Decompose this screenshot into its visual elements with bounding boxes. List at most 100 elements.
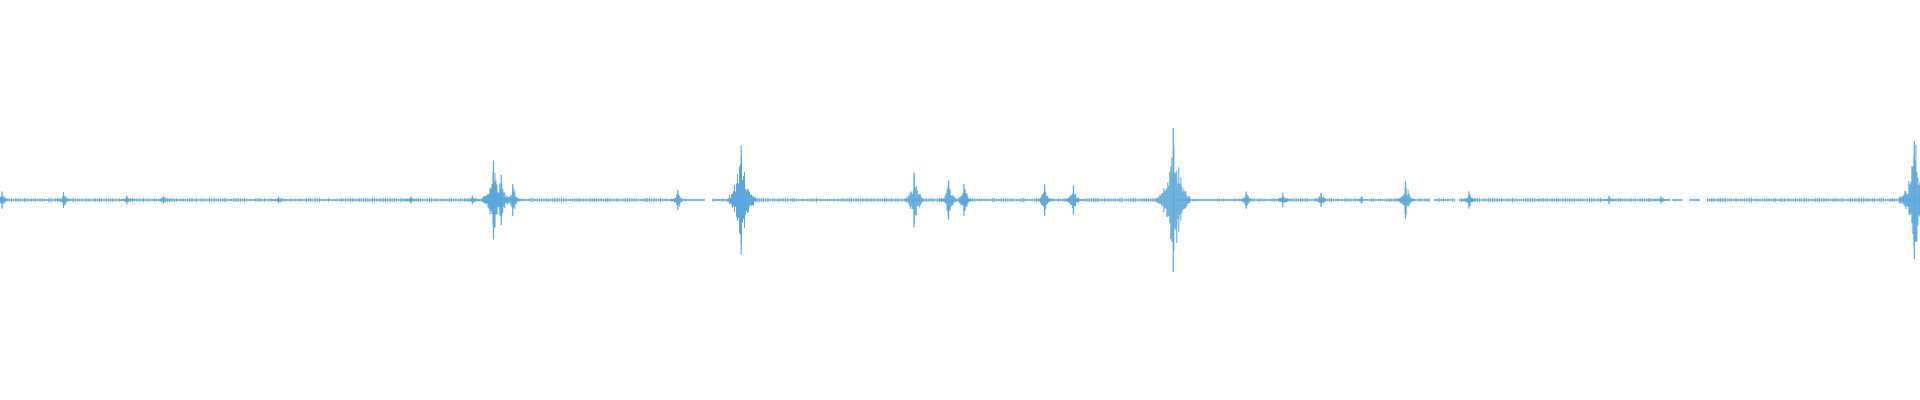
waveform-spike xyxy=(504,199,506,201)
waveform-noise xyxy=(101,198,103,202)
waveform-noise xyxy=(1011,197,1013,203)
waveform-noise xyxy=(1668,198,1670,202)
waveform-spike xyxy=(1910,181,1912,214)
waveform-noise xyxy=(1505,198,1507,202)
waveform-spike xyxy=(409,198,411,203)
waveform-noise xyxy=(1256,198,1258,201)
waveform-noise xyxy=(22,198,23,202)
waveform-noise xyxy=(820,198,822,202)
waveform-noise xyxy=(624,197,626,203)
waveform-noise xyxy=(171,198,173,202)
waveform-spike xyxy=(408,198,410,202)
waveform-noise xyxy=(1770,198,1772,202)
waveform-noise xyxy=(1600,197,1601,203)
waveform-noise xyxy=(96,198,98,202)
waveform-noise xyxy=(1672,199,1674,201)
waveform-noise xyxy=(1192,198,1194,202)
waveform-spike xyxy=(498,192,500,208)
waveform-spike xyxy=(738,183,739,218)
waveform-spike xyxy=(121,199,123,201)
waveform-noise xyxy=(591,198,593,202)
waveform-noise xyxy=(583,198,584,202)
waveform-noise xyxy=(189,198,191,202)
waveform-noise xyxy=(301,198,303,202)
waveform-spike xyxy=(496,195,498,204)
waveform-noise xyxy=(1391,198,1392,202)
waveform-noise xyxy=(1874,197,1876,203)
waveform-spike xyxy=(1052,198,1054,201)
waveform-spike xyxy=(1322,197,1324,203)
waveform-noise xyxy=(457,198,459,202)
waveform-noise xyxy=(1748,197,1750,203)
waveform-spike xyxy=(69,199,71,201)
waveform-spike xyxy=(125,198,127,202)
waveform-noise xyxy=(1236,198,1238,202)
waveform-noise xyxy=(1447,198,1449,202)
waveform-noise xyxy=(1823,198,1825,203)
waveform-spike xyxy=(503,192,505,207)
waveform-peak xyxy=(1360,196,1362,204)
waveform-noise xyxy=(846,198,848,202)
waveform-noise xyxy=(1593,197,1595,203)
waveform-spike xyxy=(1318,196,1320,204)
waveform-noise xyxy=(213,197,215,203)
waveform-noise xyxy=(1260,198,1262,202)
waveform-noise xyxy=(611,198,613,202)
waveform-noise xyxy=(1626,198,1628,202)
waveform-spike xyxy=(1410,198,1412,203)
waveform-noise xyxy=(79,198,81,202)
waveform-noise xyxy=(1143,198,1145,202)
waveform-spike xyxy=(1315,199,1317,201)
waveform-noise xyxy=(345,198,347,202)
waveform-burst xyxy=(1899,141,1920,260)
waveform-burst xyxy=(465,195,480,205)
waveform-baseline xyxy=(712,199,734,201)
waveform-noise xyxy=(1031,198,1033,202)
waveform-noise xyxy=(1898,197,1900,203)
waveform-spike xyxy=(1407,189,1409,208)
waveform-spike xyxy=(486,194,488,204)
waveform-spike xyxy=(1325,199,1327,201)
waveform-spike xyxy=(1239,199,1241,201)
waveform-spike xyxy=(964,189,966,211)
waveform-noise xyxy=(72,197,74,203)
waveform-noise xyxy=(46,199,48,201)
waveform-noise xyxy=(550,198,551,202)
waveform-spike xyxy=(1899,196,1901,204)
waveform-noise xyxy=(1346,198,1348,202)
waveform-noise xyxy=(327,197,329,203)
waveform-noise xyxy=(371,197,373,203)
waveform-spike xyxy=(946,189,948,212)
waveform-spike xyxy=(732,193,733,208)
waveform-spike xyxy=(0,197,1,203)
waveform-noise xyxy=(138,198,140,202)
waveform-noise xyxy=(369,198,371,202)
waveform-spike xyxy=(466,199,468,201)
waveform-spike xyxy=(1361,197,1363,203)
waveform-noise xyxy=(107,198,109,202)
waveform-spike xyxy=(127,197,129,202)
waveform-noise xyxy=(1571,198,1573,202)
waveform-spike xyxy=(489,187,491,215)
waveform-spike xyxy=(945,193,947,205)
waveform-noise xyxy=(1869,198,1871,202)
waveform-noise xyxy=(840,198,842,202)
waveform-noise xyxy=(1386,198,1388,202)
waveform-noise xyxy=(1825,198,1827,202)
waveform-spike xyxy=(1665,199,1667,201)
waveform-spike xyxy=(1406,195,1408,206)
waveform-noise xyxy=(349,197,351,203)
waveform-noise xyxy=(1578,198,1579,202)
waveform-noise xyxy=(1689,198,1691,202)
waveform-noise xyxy=(1216,198,1218,202)
waveform-noise xyxy=(1020,198,1022,202)
waveform-peak xyxy=(740,146,742,254)
waveform-noise xyxy=(1121,197,1123,203)
waveform-noise xyxy=(248,199,250,201)
waveform-noise xyxy=(308,198,309,202)
waveform-noise xyxy=(1880,197,1882,203)
waveform-noise xyxy=(864,198,866,202)
waveform-noise xyxy=(112,198,114,202)
waveform-noise xyxy=(437,198,439,202)
